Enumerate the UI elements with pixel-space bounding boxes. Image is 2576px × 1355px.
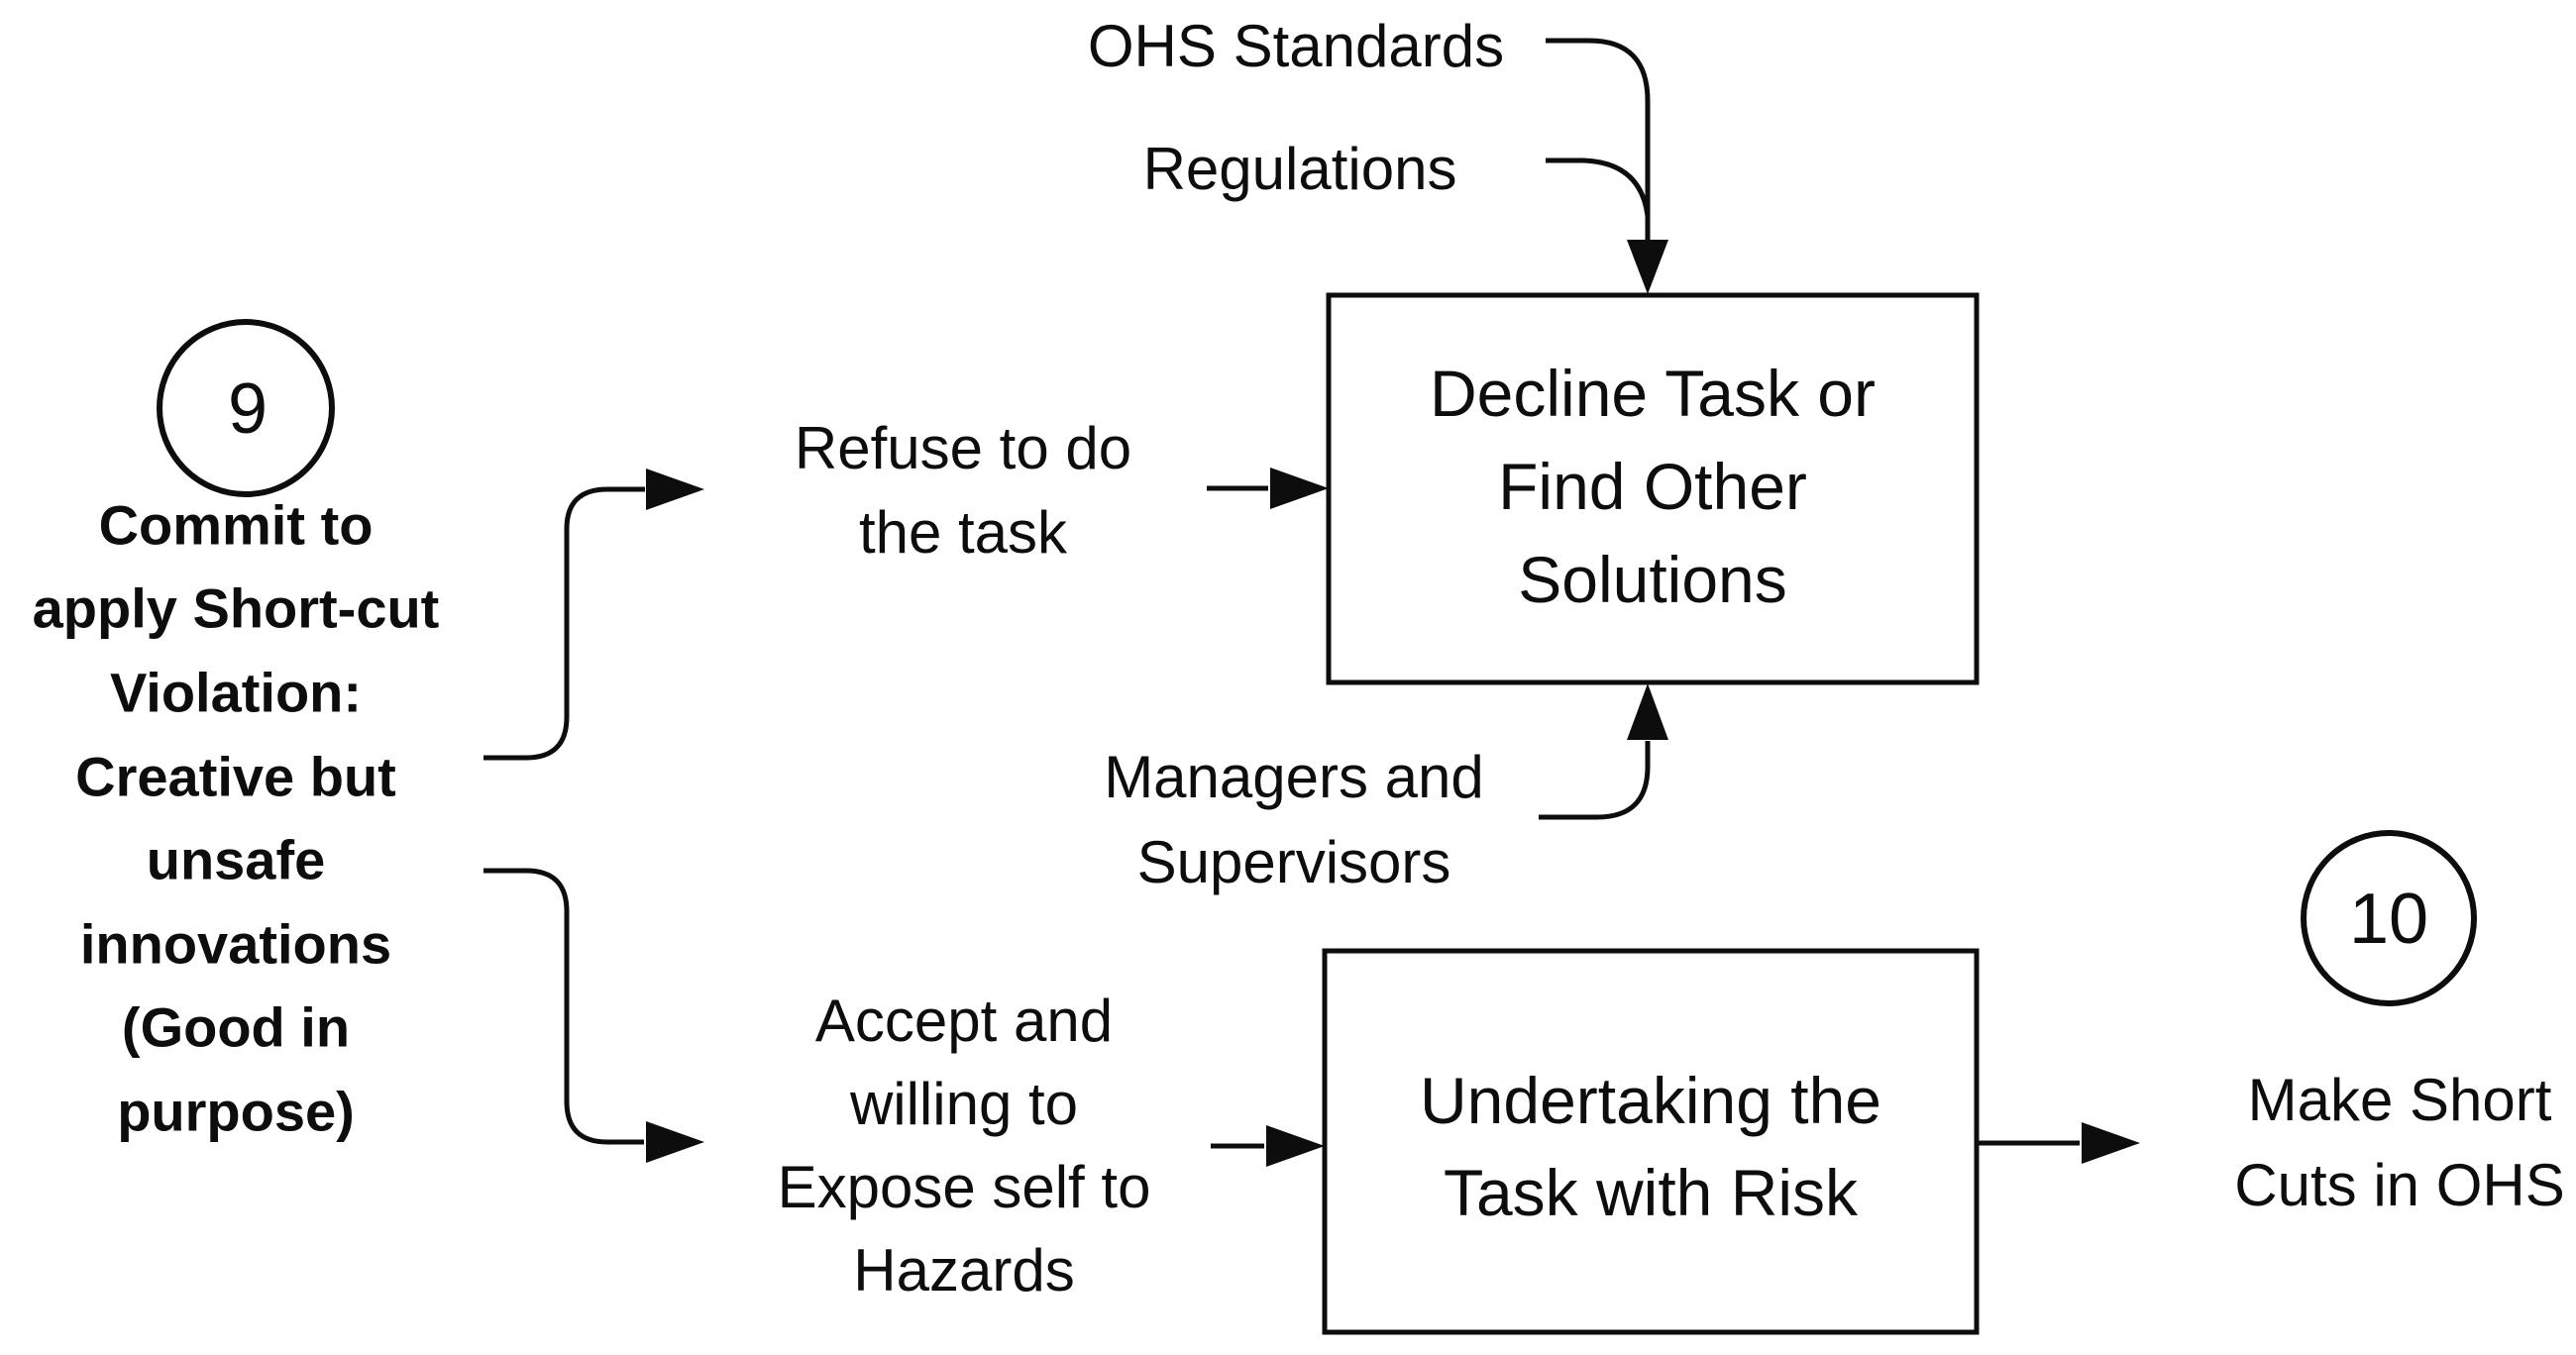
arrow-right-icon: [646, 469, 704, 510]
accept-label-line: Expose self to: [778, 1154, 1151, 1220]
source-label-line: apply Short-cut: [33, 577, 440, 640]
step-9-number: 9: [228, 369, 268, 449]
decline-box-line: Solutions: [1518, 543, 1787, 616]
source-label-line: purpose): [117, 1081, 355, 1143]
arrow-right-icon: [1270, 468, 1329, 509]
decline-box-line: Find Other: [1498, 450, 1807, 523]
arrow-down-icon: [1627, 240, 1668, 294]
decline-task-box: [1326, 292, 1980, 685]
managers-label: Managers and Supervisors: [1104, 744, 1484, 895]
regulations-label: Regulations: [1143, 136, 1457, 202]
source-label-line: unsafe: [147, 829, 326, 891]
managers-connector: [1539, 741, 1651, 820]
decline-task-box-label: Decline Task or Find Other Solutions: [1430, 357, 1876, 616]
source-to-accept-connector: [483, 868, 644, 1145]
undertake-box-line: Task with Risk: [1444, 1156, 1859, 1229]
source-label-line: Creative but: [75, 746, 396, 808]
accept-label-line: Hazards: [853, 1237, 1074, 1303]
source-label-line: Violation:: [110, 662, 362, 724]
ohs-standards-connector: [1546, 38, 1651, 240]
undertake-task-box: [1322, 948, 1980, 1335]
decline-box-line: Decline Task or: [1430, 357, 1876, 430]
source-label: Commit to apply Short-cut Violation: Cre…: [33, 494, 440, 1143]
arrow-right-icon: [1266, 1125, 1325, 1167]
accept-label-line: Accept and: [815, 988, 1113, 1054]
managers-label-line: Managers and: [1104, 744, 1484, 810]
accept-label: Accept and willing to Expose self to Haz…: [778, 988, 1151, 1303]
refuse-label-line: Refuse to do: [795, 415, 1131, 481]
step-10-number: 10: [2349, 880, 2428, 959]
managers-label-line: Supervisors: [1137, 829, 1451, 895]
source-label-line: innovations: [80, 913, 391, 976]
refuse-label-line: the task: [859, 499, 1068, 566]
arrow-right-icon: [2082, 1122, 2140, 1164]
undertake-task-box-label: Undertaking the Task with Risk: [1420, 1064, 1881, 1229]
arrow-up-icon: [1627, 683, 1668, 740]
connectors: [483, 38, 2140, 1167]
ohs-standards-label: OHS Standards: [1088, 13, 1504, 79]
outcome-label-line: Make Short: [2248, 1067, 2552, 1133]
outcome-label: Make Short Cuts in OHS: [2234, 1067, 2564, 1218]
arrow-right-icon: [646, 1121, 704, 1163]
source-to-refuse-connector: [483, 486, 645, 761]
step-9-circle: [157, 319, 335, 497]
refuse-label: Refuse to do the task: [795, 415, 1131, 566]
outcome-label-line: Cuts in OHS: [2234, 1152, 2564, 1218]
step-10-circle: [2301, 830, 2477, 1006]
source-label-line: Commit to: [99, 494, 374, 557]
undertake-box-line: Undertaking the: [1420, 1064, 1881, 1137]
regulations-connector: [1546, 157, 1651, 217]
source-label-line: (Good in: [122, 996, 350, 1059]
accept-label-line: willing to: [849, 1071, 1078, 1137]
